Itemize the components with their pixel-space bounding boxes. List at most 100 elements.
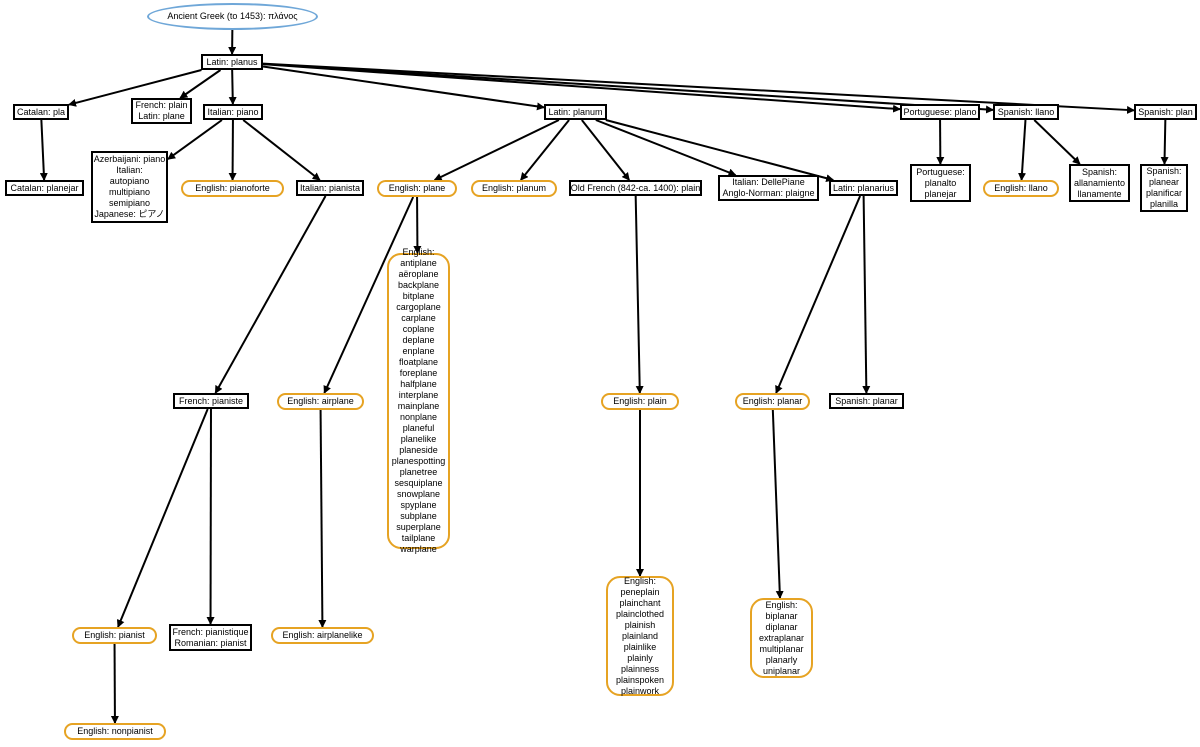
node-latin-planarius: Latin: planarius — [829, 180, 898, 196]
edge-latin-planus-to-spanish-plan — [262, 62, 1135, 114]
node-label-line: Latin: planus — [206, 56, 258, 67]
node-label-line: planificar — [1145, 188, 1183, 198]
node-label-line: tailplane — [401, 533, 436, 543]
node-label-line: nonplane — [399, 412, 438, 422]
node-label-line: English: planum — [481, 183, 547, 193]
node-label-line: Romanian: pianist — [174, 637, 247, 648]
node-label-line: coplane — [402, 324, 435, 334]
node-ancient-greek: Ancient Greek (to 1453): πλάνος — [147, 3, 318, 30]
node-label-line: autopiano — [109, 176, 150, 186]
node-label-line: backplane — [397, 280, 440, 290]
node-english-pianist: English: pianist — [72, 627, 157, 644]
node-label-line: Portuguese: plano — [903, 106, 977, 117]
edge-old-french-plain-to-english-plain — [634, 195, 644, 394]
node-label-line: multipiano — [108, 187, 151, 197]
node-label-line: planarly — [765, 654, 798, 665]
node-label-line: planilla — [1149, 199, 1179, 209]
node-label-line: English: planar — [742, 396, 803, 406]
node-label-line: interplane — [398, 390, 439, 400]
node-label-line: planetree — [399, 467, 438, 477]
node-old-french-plain: Old French (842-ca. 1400): plain — [569, 180, 702, 196]
node-label-line: spyplane — [400, 500, 437, 510]
node-label-line: French: pianistique — [172, 626, 249, 637]
edge-french-pianiste-to-english-pianist — [116, 408, 209, 628]
node-label-line: peneplain — [620, 586, 660, 597]
node-latin-planum: Latin: planum — [544, 104, 607, 120]
edge-latin-planus-to-catalan-pla — [68, 69, 202, 107]
node-label-line: plainish — [624, 619, 656, 630]
node-label-line: Spanish: planar — [835, 395, 898, 406]
node-english-llano: English: llano — [983, 180, 1059, 197]
edge-english-plane-to-english-airplane — [323, 196, 415, 394]
node-label-line: Old French (842-ca. 1400): plain — [570, 182, 701, 193]
node-label-line: deplane — [402, 335, 435, 345]
node-label-line: plainspoken — [615, 674, 665, 685]
node-spanish-planar: Spanish: planar — [829, 393, 904, 409]
node-label-line: plainland — [621, 630, 658, 641]
node-label-line: Spanish: plan — [1138, 106, 1193, 117]
node-label-line: llanamente — [1077, 188, 1122, 199]
node-label-line: allanamiento — [1073, 177, 1126, 188]
node-label-line: biplanar — [765, 610, 798, 621]
node-label-line: extraplanar — [758, 632, 805, 643]
node-english-planar: English: planar — [735, 393, 810, 410]
node-label-line: Ancient Greek (to 1453): πλάνος — [167, 11, 298, 21]
edge-latin-planarius-to-english-planar — [775, 195, 862, 394]
node-label-line: plainwork — [620, 685, 659, 696]
node-label-line: subplane — [400, 511, 437, 521]
node-label-line: plainly — [627, 652, 653, 663]
node-english-plain: English: plain — [601, 393, 679, 410]
node-label-line: foreplane — [399, 368, 438, 378]
node-label-line: Spanish: llano — [997, 106, 1055, 117]
node-label-line: Latin: planum — [548, 106, 603, 117]
node-label-line: Azerbaijani: piano — [93, 154, 166, 164]
node-label-line: cargoplane — [396, 302, 441, 312]
node-label-line: snowplane — [396, 489, 440, 499]
node-label-line: French: plain — [135, 100, 188, 110]
node-english-airplane: English: airplane — [277, 393, 364, 410]
node-label-line: English: pianoforte — [195, 183, 270, 193]
node-french-pianiste: French: pianiste — [173, 393, 249, 409]
node-label-line: Spanish: — [1146, 166, 1182, 176]
node-label-line: uniplanar — [762, 665, 801, 676]
node-label-line: Catalan: planejar — [10, 182, 79, 193]
edge-latin-planum-to-english-planum — [520, 119, 570, 181]
node-label-line: English: — [765, 599, 798, 610]
node-label-line: halfplane — [400, 379, 437, 389]
edge-latin-planus-to-french-plain — [179, 69, 222, 99]
node-english-nonpianist: English: nonpianist — [64, 723, 166, 740]
node-label-line: planespotting — [391, 456, 446, 466]
edge-italian-piano-to-italian-pianista — [242, 119, 321, 181]
node-label-line: Catalan: pla — [16, 106, 66, 117]
node-label-line: plainness — [620, 663, 659, 674]
node-label-line: plainlike — [623, 641, 657, 652]
edge-latin-planum-to-old-french-plain — [581, 119, 630, 181]
node-label-line: English: plane — [388, 183, 446, 193]
node-label-line: English: nonpianist — [77, 726, 153, 736]
node-portuguese-plano: Portuguese: plano — [900, 104, 980, 120]
edge-latin-planus-to-latin-planum — [262, 65, 545, 111]
node-label-line: sesquiplane — [394, 478, 443, 488]
node-label-line: carplane — [401, 313, 436, 323]
node-italian-piano: Italian: piano — [203, 104, 263, 120]
node-label-line: superplane — [396, 522, 441, 532]
node-label-line: Anglo-Norman: plaigne — [722, 188, 815, 198]
node-catalan-pla: Catalan: pla — [13, 104, 69, 120]
node-label-line: English: llano — [994, 183, 1048, 193]
node-label-line: planejar — [924, 188, 957, 199]
node-label-line: planalto — [924, 177, 957, 188]
node-label-line: English: plain — [613, 396, 667, 406]
node-label-line: English: pianist — [84, 630, 145, 640]
edge-latin-planus-to-spanish-llano — [262, 62, 994, 114]
node-english-planum: English: planum — [471, 180, 557, 197]
node-label-line: bitplane — [402, 291, 435, 301]
node-spanish-plan: Spanish: plan — [1134, 104, 1197, 120]
